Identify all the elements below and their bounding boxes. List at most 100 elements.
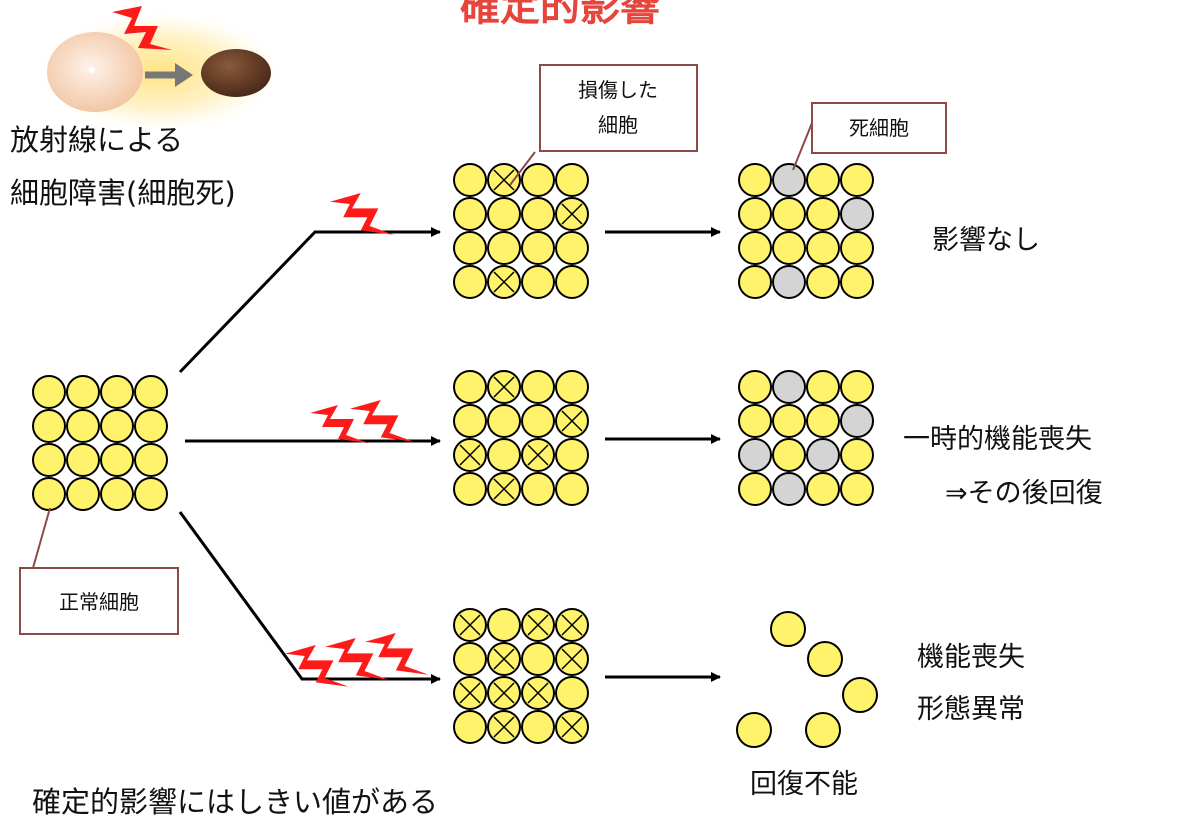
grid-damaged-medium [453,370,589,506]
normal-cell [453,231,487,265]
normal-cell [100,409,134,443]
damage-cross-icon [493,376,515,398]
legend-line2: 細胞障害(細胞死) [10,176,236,210]
dead-cell [772,265,806,299]
surviving-cell [807,641,843,677]
dead-cell [738,438,772,472]
normal-cell-icon [47,32,143,112]
normal-cell [487,231,521,265]
normal-cell [806,370,840,404]
damage-cross-icon [493,648,515,670]
normal-cell [555,438,589,472]
dead-cell [806,438,840,472]
legend-line1: 放射線による [10,123,183,157]
callout-damaged: 損傷した 細胞 [509,64,698,186]
outcome-none: 影響なし [932,225,1040,256]
normal-cell [521,642,555,676]
outcome-temporary-line1: 一時的機能喪失 [903,424,1092,455]
grid-result-medium [738,370,874,506]
normal-cell [32,477,66,511]
normal-cell [100,443,134,477]
normal-cell [738,472,772,506]
damage-cross-icon [561,410,583,432]
normal-cell [738,404,772,438]
normal-cell [738,231,772,265]
callout-damaged-line2: 細胞 [598,113,638,137]
dead-cell [840,404,874,438]
normal-cell [453,710,487,744]
surviving-cell [770,611,806,647]
normal-cell [840,472,874,506]
dead-cell [772,163,806,197]
normal-cell [555,265,589,299]
outcome-permanent-line1: 機能喪失 [917,642,1025,673]
normal-cell [453,197,487,231]
damage-cross-icon [459,614,481,636]
radiation-bolt-icon [350,400,414,442]
normal-cell [806,265,840,299]
normal-cell [453,163,487,197]
radiation-bolt-icon [325,638,389,680]
normal-cell [806,163,840,197]
damage-cross-icon [493,682,515,704]
normal-cell [806,472,840,506]
normal-cell [100,375,134,409]
dead-cell [840,197,874,231]
normal-cell [772,231,806,265]
normal-cell [100,477,134,511]
normal-cell [134,443,168,477]
normal-cell [806,197,840,231]
footer-note: 確定的影響にはしきい値がある [32,785,438,819]
cell-death-illustration [40,6,280,132]
radiation-bolt-icon [285,645,349,687]
normal-cell [32,443,66,477]
normal-cell [772,197,806,231]
normal-cell [521,231,555,265]
damage-cross-icon [561,614,583,636]
damage-cross-icon [527,682,549,704]
damage-cross-icon [493,716,515,738]
branch-arrow-low [178,227,441,374]
page-title: 確定的影響 [460,0,660,30]
normal-cell [521,404,555,438]
damage-cross-icon [561,648,583,670]
normal-cell [840,163,874,197]
normal-cell [134,409,168,443]
damage-cross-icon [561,203,583,225]
normal-cell [32,375,66,409]
callout-dead-label: 死細胞 [849,116,909,140]
damage-cross-icon [493,478,515,500]
surviving-cell [842,677,878,713]
radiation-bolts [285,193,429,687]
radiation-bolt-icon [330,193,394,235]
normal-cell [555,472,589,506]
surviving-cell [805,712,841,748]
scattered-cells [736,611,878,748]
radiation-bolt-icon [112,6,172,50]
normal-cell [66,477,100,511]
normal-cell [555,231,589,265]
normal-cell [806,404,840,438]
normal-cell [840,438,874,472]
outcome-permanent-line2: 形態異常 [917,694,1025,725]
damage-cross-icon [561,716,583,738]
normal-cell [487,197,521,231]
normal-cell [738,197,772,231]
normal-cell [66,443,100,477]
cell-grids [32,163,874,744]
normal-cell [738,370,772,404]
branch-lines [178,227,721,684]
normal-cell [487,438,521,472]
normal-cell [521,265,555,299]
surviving-cell [736,712,772,748]
normal-cell [487,608,521,642]
normal-cell [453,265,487,299]
normal-cell [772,438,806,472]
damage-cross-icon [459,444,481,466]
normal-cell [840,370,874,404]
grid-damaged-low [453,163,589,299]
normal-cell [134,375,168,409]
radiation-bolt-icon [365,633,429,675]
normal-cell [66,375,100,409]
